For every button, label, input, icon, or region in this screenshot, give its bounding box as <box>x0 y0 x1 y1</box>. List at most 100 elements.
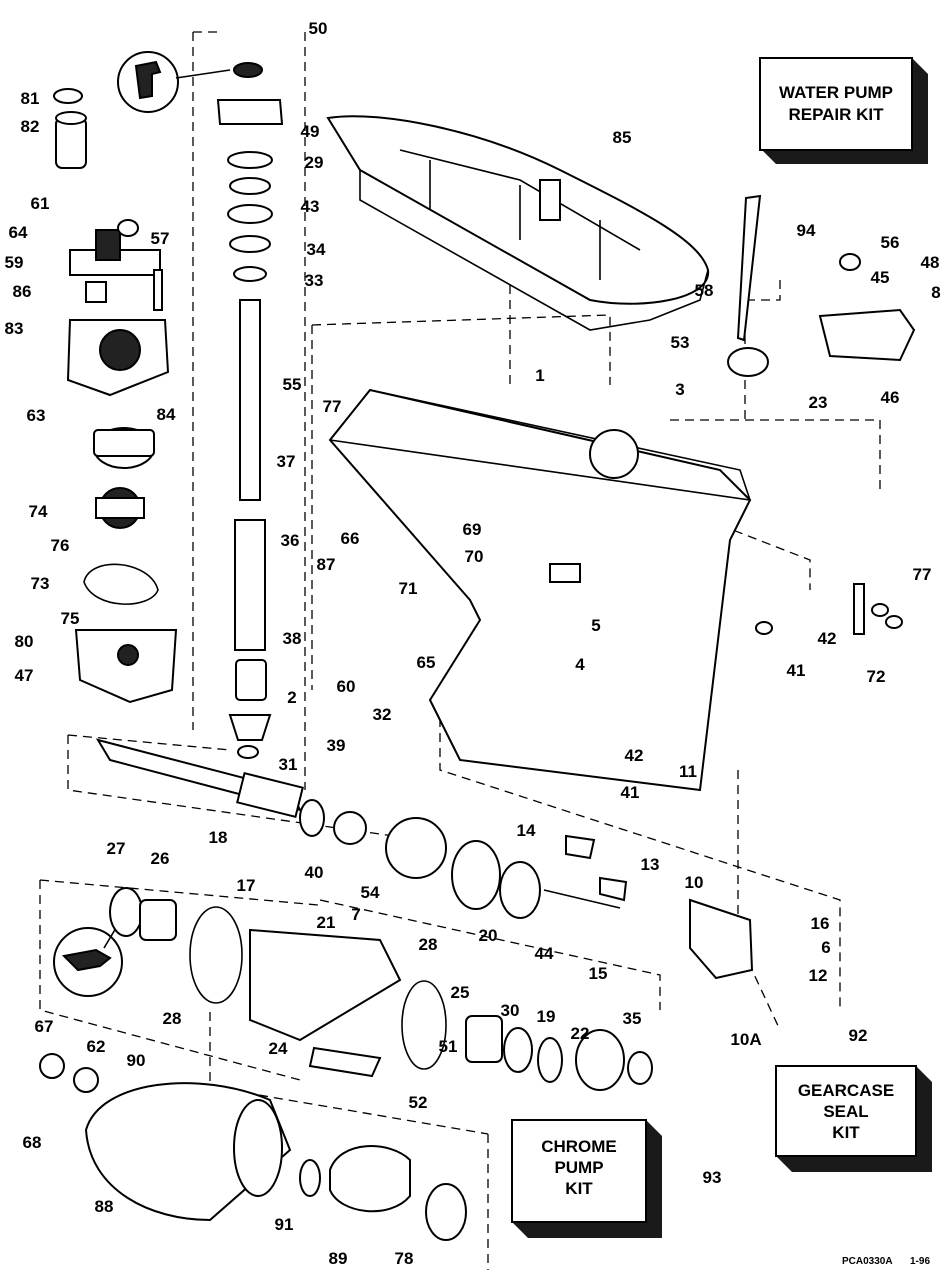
callout-29: 29 <box>305 153 324 172</box>
callout-68: 68 <box>23 1133 42 1152</box>
chrome-pump-kit-line-1: CHROME <box>541 1137 617 1156</box>
footer-code: PCA0330A <box>842 1256 893 1267</box>
callout-30: 30 <box>501 1001 520 1020</box>
callout-85: 85 <box>613 128 632 147</box>
callout-74: 74 <box>29 502 48 521</box>
callout-22: 22 <box>571 1024 590 1043</box>
callout-6: 6 <box>821 938 830 957</box>
callout-72: 72 <box>867 667 886 686</box>
callout-37: 37 <box>277 452 296 471</box>
callout-41: 41 <box>621 783 640 802</box>
chrome-pump-kit-box: CHROME PUMP KIT <box>511 1119 662 1238</box>
lower-gearcase-housing <box>328 388 752 792</box>
callout-39: 39 <box>327 736 346 755</box>
callout-94: 94 <box>797 221 816 240</box>
callout-52: 52 <box>409 1093 428 1112</box>
callout-13: 13 <box>641 855 660 874</box>
callout-28: 28 <box>419 935 438 954</box>
callout-87: 87 <box>317 555 336 574</box>
footer-date: 1-96 <box>910 1256 930 1267</box>
upper-gearcase-housing <box>326 115 710 331</box>
callout-67: 67 <box>35 1017 54 1036</box>
gearcase-seal-kit-line-1: GEARCASE <box>798 1081 894 1100</box>
callout-34: 34 <box>307 240 326 259</box>
callout-71: 71 <box>399 579 418 598</box>
callout-38: 38 <box>283 629 302 648</box>
callout-26: 26 <box>151 849 170 868</box>
callout-92: 92 <box>849 1026 868 1045</box>
callout-20: 20 <box>479 926 498 945</box>
callout-25: 25 <box>451 983 470 1002</box>
callout-44: 44 <box>535 944 554 963</box>
lubricant-symbol-bottom <box>53 917 123 997</box>
callout-53: 53 <box>671 333 690 352</box>
callout-32: 32 <box>373 705 392 724</box>
chrome-pump-kit-line-2: PUMP <box>554 1158 603 1177</box>
propeller-shaft-and-gears <box>95 738 754 1091</box>
callout-86: 86 <box>13 282 32 301</box>
callout-76: 76 <box>51 536 70 555</box>
water-pump-repair-kit-box: WATER PUMP REPAIR KIT <box>759 57 928 164</box>
callout-46: 46 <box>881 388 900 407</box>
callout-91: 91 <box>275 1215 294 1234</box>
callout-8: 8 <box>931 283 940 302</box>
callout-27: 27 <box>107 839 126 858</box>
callout-19: 19 <box>537 1007 556 1026</box>
gearcase-seal-kit-box: GEARCASE SEAL KIT <box>775 1065 932 1172</box>
callout-7: 7 <box>351 905 360 924</box>
callout-55: 55 <box>283 375 302 394</box>
callout-14: 14 <box>517 821 536 840</box>
callout-83: 83 <box>5 319 24 338</box>
jet-pump-housing <box>39 1053 467 1241</box>
chrome-pump-kit-line-3: KIT <box>565 1179 593 1198</box>
callout-2: 2 <box>287 688 296 707</box>
lubricant-symbol-top <box>117 51 231 113</box>
callout-63: 63 <box>27 406 46 425</box>
callout-65: 65 <box>417 653 436 672</box>
callout-90: 90 <box>127 1051 146 1070</box>
gearcase-seal-kit-line-3: KIT <box>832 1123 860 1142</box>
driveshaft-parts <box>216 62 284 759</box>
callout-58: 58 <box>695 281 714 300</box>
callout-5: 5 <box>591 616 600 635</box>
callout-51: 51 <box>439 1037 458 1056</box>
callout-80: 80 <box>15 632 34 651</box>
callout-56: 56 <box>881 233 900 252</box>
callout-40: 40 <box>305 863 324 882</box>
callout-21: 21 <box>317 913 336 932</box>
callout-45: 45 <box>871 268 890 287</box>
callout-69: 69 <box>463 520 482 539</box>
callout-66: 66 <box>341 529 360 548</box>
callout-54: 54 <box>361 883 380 902</box>
callout-42: 42 <box>818 629 837 648</box>
callout-60: 60 <box>337 677 356 696</box>
callout-75: 75 <box>61 609 80 628</box>
callout-88: 88 <box>95 1197 114 1216</box>
callout-12: 12 <box>809 966 828 985</box>
right-side-parts <box>727 194 916 635</box>
callout-31: 31 <box>279 755 298 774</box>
callout-10A: 10A <box>730 1030 761 1049</box>
water-pump-parts <box>53 88 178 704</box>
callout-48: 48 <box>921 253 940 272</box>
callout-81: 81 <box>21 89 40 108</box>
callout-84: 84 <box>157 405 176 424</box>
callout-49: 49 <box>301 122 320 141</box>
callout-82: 82 <box>21 117 40 136</box>
water-pump-kit-line-1: WATER PUMP <box>779 83 893 102</box>
callout-35: 35 <box>623 1009 642 1028</box>
callout-17: 17 <box>237 876 256 895</box>
callout-77: 77 <box>323 397 342 416</box>
callout-47: 47 <box>15 666 34 685</box>
callout-73: 73 <box>31 574 50 593</box>
callout-18: 18 <box>209 828 228 847</box>
callout-93: 93 <box>703 1168 722 1187</box>
callout-3: 3 <box>675 380 684 399</box>
callout-70: 70 <box>465 547 484 566</box>
callout-89: 89 <box>329 1249 348 1268</box>
callout-24: 24 <box>269 1039 288 1058</box>
callout-43: 43 <box>301 197 320 216</box>
callout-62: 62 <box>87 1037 106 1056</box>
